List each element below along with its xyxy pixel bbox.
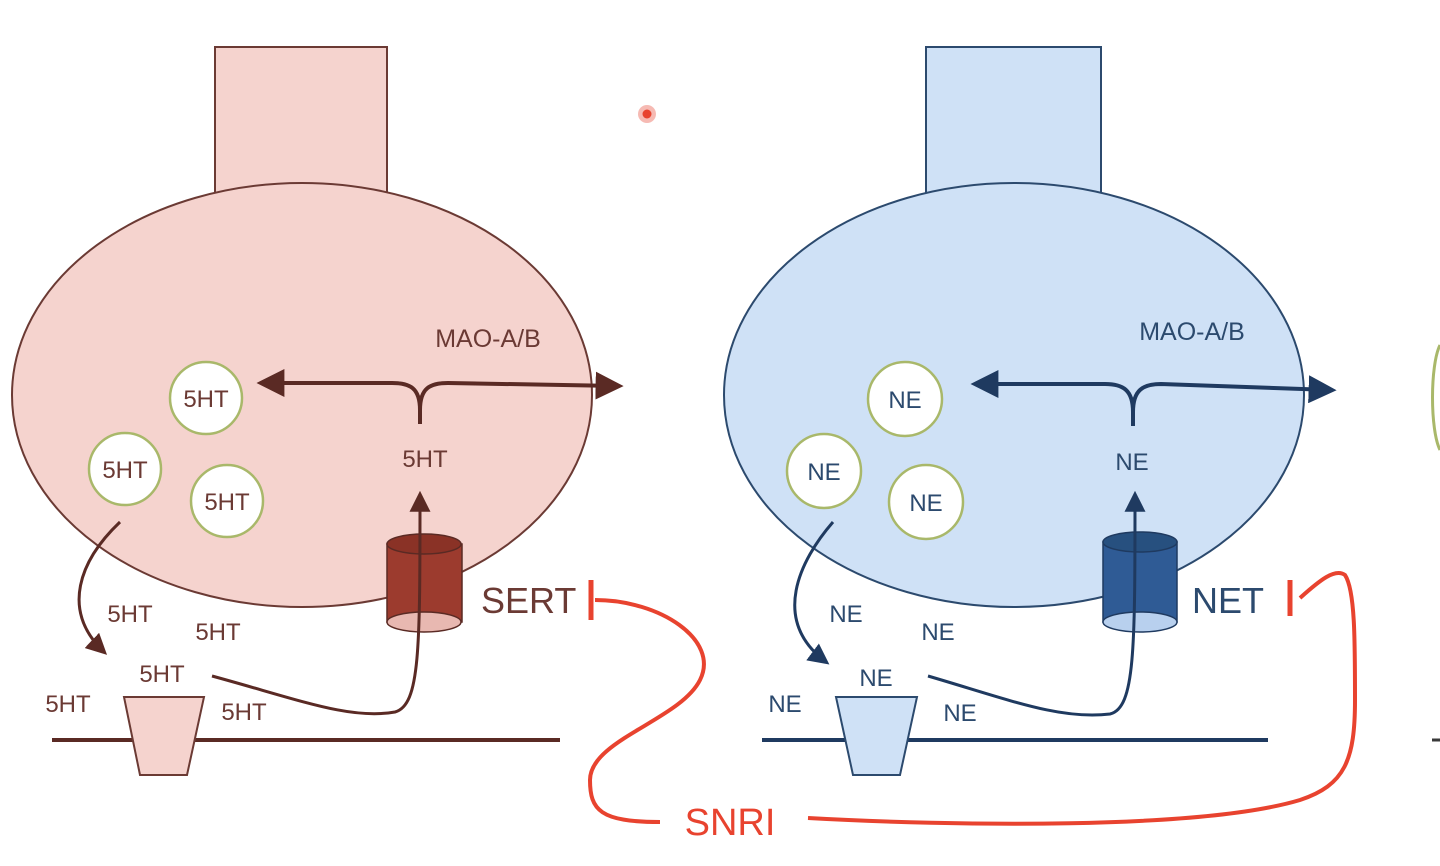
serotonin-synaptic-label: 5HT xyxy=(107,601,153,628)
serotonin-terminal xyxy=(11,182,593,608)
norepinephrine-synaptic-label: NE xyxy=(943,700,976,727)
norepinephrine-vesicle: NE xyxy=(785,432,863,510)
sert-transporter xyxy=(386,533,463,633)
serotonin-receptor xyxy=(122,696,206,776)
serotonin-cytosol-label: 5HT xyxy=(402,446,448,473)
snri-to-sert-line xyxy=(587,598,706,824)
norepinephrine-cytosol-label: NE xyxy=(1115,449,1148,476)
norepinephrine-terminal xyxy=(723,182,1305,608)
norepinephrine-enzyme-label: MAO-A/B xyxy=(1139,318,1245,346)
svg-text:5HT: 5HT xyxy=(183,386,229,413)
pointer-dot xyxy=(638,105,656,123)
serotonin-vesicle: 5HT xyxy=(168,360,244,436)
serotonin-axon-stem xyxy=(214,46,388,208)
snri-inhibition: SNRI xyxy=(587,571,1358,844)
svg-text:5HT: 5HT xyxy=(204,489,250,516)
norepinephrine-synaptic-label: NE xyxy=(859,665,892,692)
svg-text:NE: NE xyxy=(909,490,942,517)
serotonin-reuptake-arrow xyxy=(211,490,431,716)
norepinephrine-vesicle: NE xyxy=(887,463,965,541)
norepinephrine-axon-stem xyxy=(925,46,1102,208)
norepinephrine-release-arrow xyxy=(793,521,835,665)
serotonin-vesicle: 5HT xyxy=(87,431,163,507)
norepinephrine-mao-arrow-right xyxy=(1131,375,1337,413)
serotonin-release-arrow xyxy=(77,520,122,655)
norepinephrine-receptor xyxy=(834,696,919,776)
svg-text:NE: NE xyxy=(888,387,921,414)
norepinephrine-synaptic-label: NE xyxy=(768,691,801,718)
serotonin-synaptic-label: 5HT xyxy=(195,619,241,646)
norepinephrine-synaptic-label: NE xyxy=(921,619,954,646)
norepinephrine-neuron: MAO-A/B NE NE NE NE NET NE NE NE NE NE xyxy=(723,46,1337,776)
norepinephrine-reuptake-arrow xyxy=(927,490,1146,717)
serotonin-synaptic-label: 5HT xyxy=(139,661,185,688)
sert-label: SERT xyxy=(481,580,576,621)
svg-text:5HT: 5HT xyxy=(102,457,148,484)
serotonin-mao-arrow-right xyxy=(418,371,624,411)
snri-to-net-line xyxy=(807,571,1358,826)
serotonin-synaptic-label: 5HT xyxy=(45,691,91,718)
partial-neuron-edge xyxy=(1431,344,1440,451)
norepinephrine-vesicle: NE xyxy=(866,360,944,438)
net-label: NET xyxy=(1192,580,1264,621)
net-transporter xyxy=(1102,531,1178,633)
serotonin-vesicle: 5HT xyxy=(189,463,265,539)
norepinephrine-synaptic-label: NE xyxy=(829,601,862,628)
serotonin-neuron: MAO-A/B 5HT 5HT 5HT 5HT SERT xyxy=(11,46,624,776)
svg-text:NE: NE xyxy=(807,459,840,486)
serotonin-enzyme-label: MAO-A/B xyxy=(435,325,541,353)
serotonin-synaptic-label: 5HT xyxy=(221,699,267,726)
snri-label: SNRI xyxy=(685,802,776,844)
